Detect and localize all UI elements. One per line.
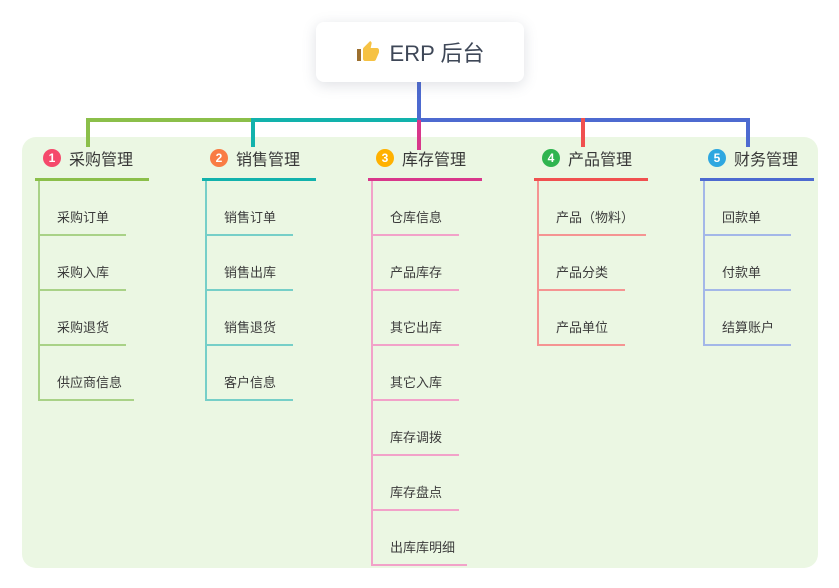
children-finance-management: 回款单 付款单 结算账户: [703, 181, 791, 346]
child-node[interactable]: 回款单: [705, 181, 791, 236]
branch-title-product-management[interactable]: 4 产品管理: [534, 146, 649, 181]
child-node[interactable]: 采购订单: [40, 181, 126, 236]
child-node[interactable]: 结算账户: [705, 291, 791, 346]
child-node[interactable]: 采购退货: [40, 291, 126, 346]
branch-label: 销售管理: [236, 152, 301, 169]
child-node[interactable]: 供应商信息: [40, 346, 135, 401]
child-node[interactable]: 库存盘点: [373, 456, 459, 511]
children-product-management: 产品（物料） 产品分类 产品单位: [537, 181, 647, 346]
child-node[interactable]: 销售订单: [207, 181, 293, 236]
branch-inventory-management: 3 库存管理 仓库信息 产品库存 其它出库 其它入库 库存调拨 库存盘点 出库库…: [368, 146, 483, 566]
branch-finance-management: 5 财务管理 回款单 付款单 结算账户: [700, 146, 815, 346]
badge-3: 3: [376, 149, 394, 167]
child-node[interactable]: 其它入库: [373, 346, 459, 401]
branch-label: 库存管理: [402, 152, 467, 169]
child-node[interactable]: 客户信息: [207, 346, 293, 401]
child-node[interactable]: 仓库信息: [373, 181, 459, 236]
root-node-label: ERP 后台: [389, 41, 485, 66]
branch-title-purchase-management[interactable]: 1 采购管理: [35, 146, 150, 181]
branch-title-inventory-management[interactable]: 3 库存管理: [368, 146, 483, 181]
child-node[interactable]: 库存调拨: [373, 401, 459, 456]
child-node[interactable]: 产品分类: [539, 236, 625, 291]
child-node[interactable]: 产品单位: [539, 291, 625, 346]
child-node[interactable]: 付款单: [705, 236, 791, 291]
child-node[interactable]: 销售出库: [207, 236, 293, 291]
children-inventory-management: 仓库信息 产品库存 其它出库 其它入库 库存调拨 库存盘点 出库库明细: [371, 181, 468, 566]
child-node[interactable]: 其它出库: [373, 291, 459, 346]
badge-2: 2: [210, 149, 228, 167]
branch-product-management: 4 产品管理 产品（物料） 产品分类 产品单位: [534, 146, 649, 346]
child-node[interactable]: 产品（物料）: [539, 181, 647, 236]
children-sales-management: 销售订单 销售出库 销售退货 客户信息: [205, 181, 293, 401]
branch-title-finance-management[interactable]: 5 财务管理: [700, 146, 815, 181]
badge-4: 4: [542, 149, 560, 167]
child-node[interactable]: 销售退货: [207, 291, 293, 346]
child-node[interactable]: 采购入库: [40, 236, 126, 291]
child-node[interactable]: 产品库存: [373, 236, 459, 291]
badge-5: 5: [708, 149, 726, 167]
branch-purchase-management: 1 采购管理 采购订单 采购入库 采购退货 供应商信息: [35, 146, 150, 401]
branch-label: 采购管理: [69, 152, 134, 169]
branch-sales-management: 2 销售管理 销售订单 销售出库 销售退货 客户信息: [202, 146, 317, 401]
branch-label: 产品管理: [568, 152, 633, 169]
thumbs-up-icon: [356, 40, 380, 64]
child-node[interactable]: 出库库明细: [373, 511, 468, 566]
branch-label: 财务管理: [734, 152, 799, 169]
content-panel: [22, 137, 818, 568]
branch-title-sales-management[interactable]: 2 销售管理: [202, 146, 317, 181]
root-node-erp[interactable]: ERP 后台: [316, 22, 524, 82]
badge-1: 1: [43, 149, 61, 167]
children-purchase-management: 采购订单 采购入库 采购退货 供应商信息: [38, 181, 135, 401]
